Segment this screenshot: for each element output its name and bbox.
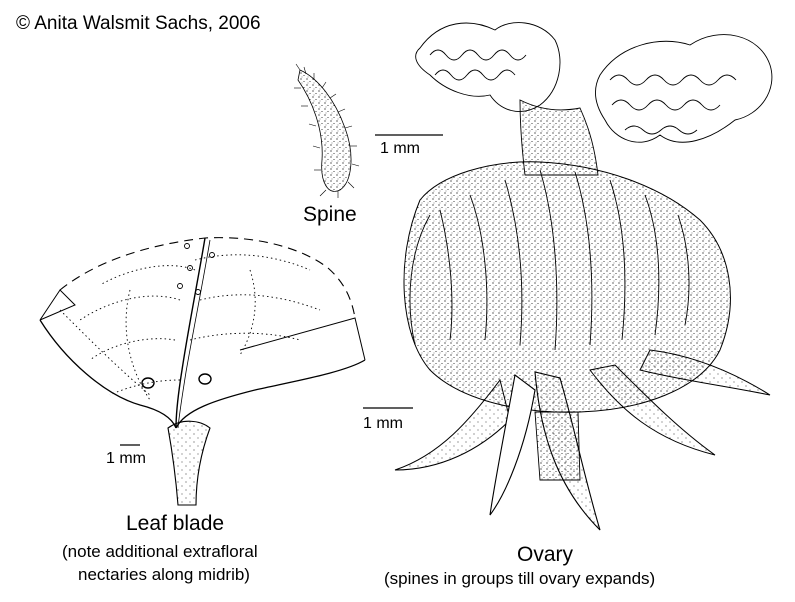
ovary-title: Ovary — [517, 543, 574, 566]
leaf-blade-note-line1: (note additional extrafloral — [62, 542, 258, 561]
leaf-blade-drawing — [39, 237, 366, 506]
leaf-blade-note-line2: nectaries along midrib) — [78, 565, 250, 584]
ovary-drawing — [394, 22, 773, 531]
ovary-scale-label: 1 mm — [363, 415, 403, 432]
spine-scale-label: 1 mm — [380, 140, 420, 157]
leaf-blade-title: Leaf blade — [126, 512, 225, 535]
spine-title: Spine — [303, 203, 357, 226]
copyright-notice: © Anita Walsmit Sachs, 2006 — [16, 13, 261, 34]
leaf-scale-label: 1 mm — [106, 450, 146, 467]
spine-drawing — [294, 63, 360, 198]
ovary-note: (spines in groups till ovary expands) — [384, 569, 656, 588]
